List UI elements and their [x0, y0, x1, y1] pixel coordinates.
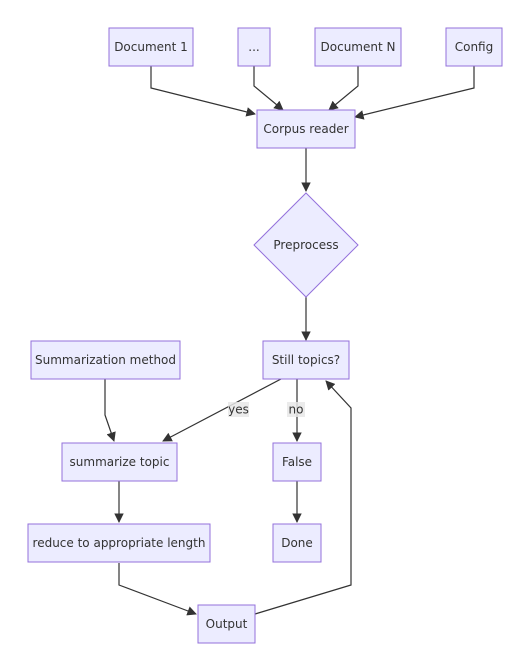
edge-reduce-to-output: [118, 563, 197, 616]
node-document-1[interactable]: Document 1: [108, 27, 194, 67]
node-document-1-label: Document 1: [114, 40, 188, 54]
node-output-label: Output: [206, 617, 248, 631]
node-ellipsis[interactable]: ...: [237, 27, 271, 67]
edge-ellipsis-to-corpus-reader: [253, 66, 284, 111]
node-reduce[interactable]: reduce to appropriate length: [27, 523, 211, 563]
node-config-label: Config: [455, 40, 494, 54]
edge-label-no: no: [287, 402, 305, 417]
edge-docN-to-corpus-reader: [328, 66, 359, 111]
node-preprocess[interactable]: Preprocess: [253, 192, 359, 298]
node-done[interactable]: Done: [272, 523, 322, 563]
edge-doc1-to-corpus-reader: [150, 66, 256, 117]
node-summarize-topic[interactable]: summarize topic: [61, 442, 178, 482]
node-config[interactable]: Config: [445, 27, 503, 67]
node-false-label: False: [282, 455, 312, 469]
edges: [104, 66, 475, 616]
node-document-n-label: Document N: [321, 40, 396, 54]
node-reduce-label: reduce to appropriate length: [33, 536, 206, 550]
node-summarization-method-label: Summarization method: [35, 353, 176, 367]
node-false[interactable]: False: [272, 442, 322, 482]
edge-output-to-still-topics: [254, 380, 352, 615]
edge-config-to-corpus-reader: [354, 66, 475, 120]
node-summarize-topic-label: summarize topic: [70, 455, 170, 469]
node-still-topics[interactable]: Still topics?: [262, 340, 350, 380]
node-output[interactable]: Output: [197, 604, 256, 644]
edge-summarization-method-to-summarize-topic: [104, 379, 116, 442]
node-ellipsis-label: ...: [248, 40, 259, 54]
edge-label-yes: yes: [228, 402, 249, 417]
node-summarization-method[interactable]: Summarization method: [30, 340, 181, 380]
node-done-label: Done: [281, 536, 313, 550]
node-still-topics-label: Still topics?: [272, 353, 340, 367]
edge-label-no-text: no: [289, 403, 304, 417]
node-preprocess-label: Preprocess: [273, 238, 338, 252]
edge-still-topics-to-summarize-topic: [162, 378, 282, 442]
node-corpus-reader[interactable]: Corpus reader: [256, 109, 356, 149]
node-corpus-reader-label: Corpus reader: [263, 122, 348, 136]
node-document-n[interactable]: Document N: [314, 27, 402, 67]
edge-label-yes-text: yes: [228, 403, 249, 417]
